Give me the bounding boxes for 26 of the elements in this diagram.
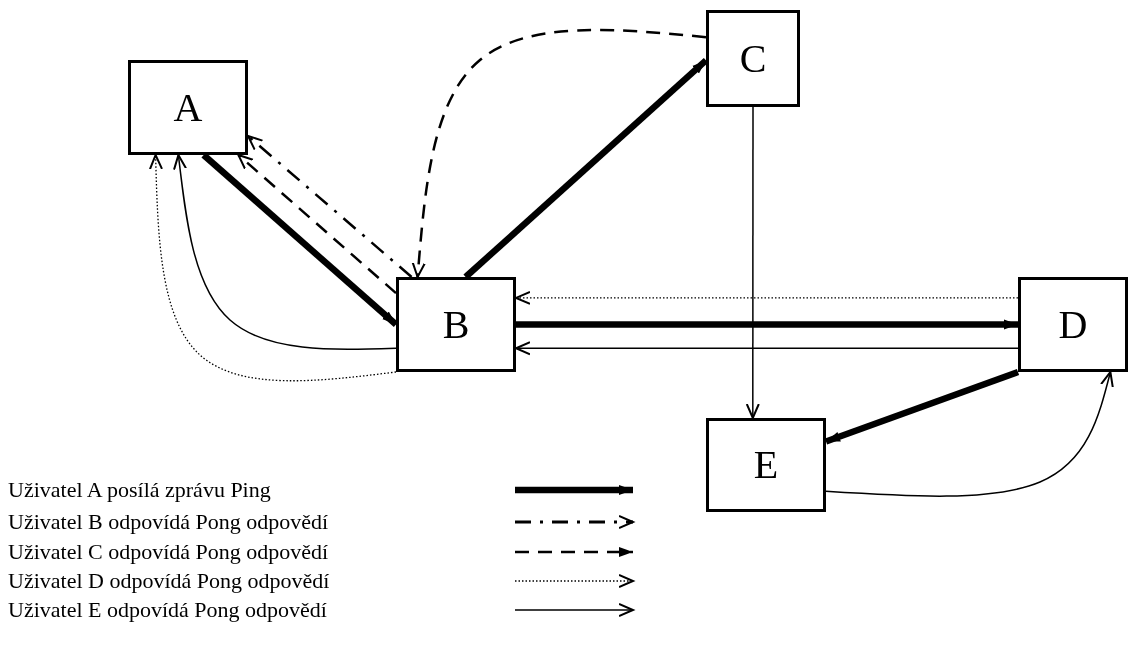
- arrow: [247, 135, 413, 278]
- node-label: A: [173, 87, 203, 128]
- node-box: [396, 277, 516, 372]
- legend-text: Uživatel B odpovídá Pong odpovědí: [8, 509, 329, 535]
- arrow: [411, 28, 707, 278]
- node-box: [128, 60, 248, 155]
- arrow: [515, 290, 1019, 305]
- arrow: [173, 154, 397, 350]
- legend-text: Uživatel A posílá zprávu Ping: [8, 477, 271, 503]
- arrow: [149, 154, 397, 382]
- legend-text: Uživatel E odpovídá Pong odpovědí: [8, 597, 327, 623]
- node-label: D: [1058, 304, 1088, 345]
- node-label: E: [753, 445, 779, 485]
- arrow: [237, 154, 397, 295]
- arrow: [824, 368, 1020, 445]
- arrow: [745, 106, 760, 419]
- node-box: [706, 10, 800, 107]
- node-label: C: [739, 38, 767, 79]
- legend-text: Uživatel C odpovídá Pong odpovědí: [8, 539, 329, 565]
- arrow: [515, 341, 1019, 356]
- legend-text: Uživatel D odpovídá Pong odpovědí: [8, 568, 330, 594]
- arrow: [825, 371, 1114, 497]
- node-box: [706, 418, 826, 512]
- arrow: [516, 319, 1018, 330]
- node-box: [1018, 277, 1128, 372]
- node-label: B: [442, 304, 470, 345]
